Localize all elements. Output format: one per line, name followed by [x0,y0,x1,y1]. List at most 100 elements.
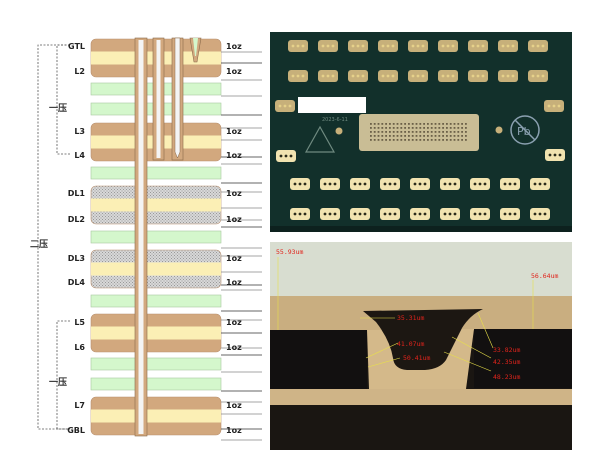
bga-ball [446,123,448,125]
lead-free-circle [510,115,540,145]
pad-hole [553,153,557,157]
bga-ball [404,131,406,133]
pad-hole [331,44,335,48]
pad [378,40,398,52]
pad-hole [416,44,420,48]
bga-ball [446,131,448,133]
fiducial [495,126,503,134]
dielectric-left [270,330,367,389]
dielectric-right [474,329,572,388]
first-press-label: 一压 [49,103,67,114]
pad-hole [321,44,325,48]
pad-hole [453,182,457,186]
pad-hole [453,212,457,216]
pad-hole [541,44,545,48]
pad [528,70,548,82]
pad [380,208,400,220]
measurement-label: 55.93um [276,248,303,256]
pad-hole [541,74,545,78]
via-bore [138,40,144,434]
via-bore [156,40,161,158]
pad-hole [323,212,327,216]
bga-ball [370,135,372,137]
bga-ball [453,139,456,141]
pad [288,40,308,52]
bga-ball [442,127,444,129]
second-press-label: 二压 [30,239,48,250]
bga-ball [427,127,429,129]
bga-ball [385,131,387,133]
bga-ball [377,123,380,125]
esd-warning-icon [304,125,336,153]
bga-ball [423,131,425,133]
pad-hole [353,182,357,186]
board-edge [270,226,572,232]
pad-hole [301,44,305,48]
bga-ball [385,127,387,129]
pad-hole [471,74,475,78]
pad-hole [536,74,540,78]
bga-ball [427,139,429,141]
first-press-bracket-bottom [56,320,70,430]
pad-hole [418,182,422,186]
pad-hole [443,182,447,186]
bga-ball [419,139,422,141]
bga-ball [438,135,441,137]
bga-ball [465,139,467,141]
pad [275,100,295,112]
bga-ball [404,127,406,129]
pad [528,40,548,52]
pad-hole [473,212,477,216]
pad-hole [283,104,287,108]
measurement-label: 33.82um [493,346,520,354]
pad-hole [448,182,452,186]
bga-ball [438,123,441,125]
bga-ball [392,131,395,133]
bga-ball [370,123,372,125]
pad-hole [508,182,512,186]
bga-ball [457,127,460,129]
pad-hole [293,182,297,186]
pad-hole [446,44,450,48]
pad-hole [358,182,362,186]
core-dielectric [91,198,221,212]
bga-ball [400,139,403,141]
pad [498,40,518,52]
measurement-label: 48.23um [493,373,520,381]
bga-ball [408,123,410,125]
pad-hole [291,44,295,48]
pad-hole [326,44,330,48]
pad-hole [478,212,482,216]
bga-ball [381,131,384,133]
bga-ball [392,127,395,129]
bga-ball [434,127,437,129]
pad-hole [358,212,362,216]
pad-hole [381,44,385,48]
pad [348,40,368,52]
bga-ball [411,131,414,133]
pad-hole [291,74,295,78]
pad-hole [284,154,288,158]
pad-hole [351,44,355,48]
bga-ball [400,135,403,137]
pad-hole [536,44,540,48]
pad-hole [557,104,561,108]
bga-ball [457,135,460,137]
bga-ball [419,127,422,129]
pad-hole [418,212,422,216]
core-laminate [90,249,222,289]
pad-hole [547,104,551,108]
pad-hole [288,104,292,108]
pad [468,40,488,52]
bga-ball [427,135,429,137]
bga-ball [373,123,376,125]
pad-hole [513,212,517,216]
layer-label: L4 [74,151,85,160]
pad-hole [351,74,355,78]
pad-hole [393,212,397,216]
via [134,37,148,437]
fiducial [335,127,343,135]
measurement-label: 56.64um [531,272,558,280]
bga-ball [423,127,425,129]
bga-ball [389,127,391,129]
